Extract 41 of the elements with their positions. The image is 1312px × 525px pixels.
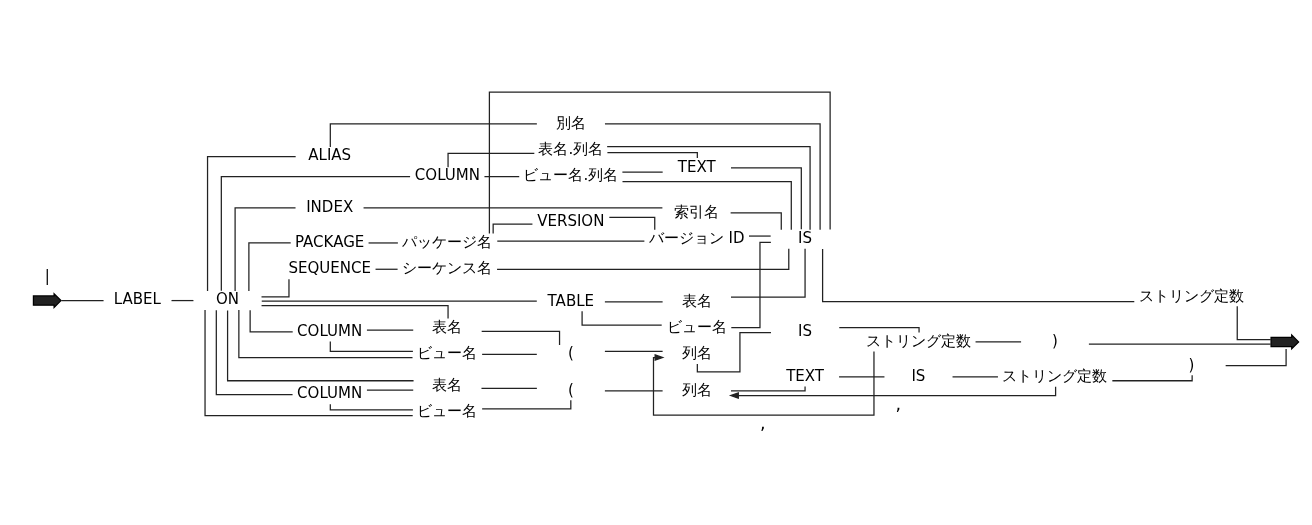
- label: |: [44, 266, 50, 285]
- node-text: ビュー名: [417, 401, 478, 420]
- node-text: ストリング定数: [1002, 366, 1108, 385]
- node-text: バージョン ID: [648, 228, 745, 247]
- node-text: 表名.列名: [538, 139, 604, 158]
- edge-label: ,: [895, 393, 902, 414]
- node-text: 表名: [432, 317, 463, 336]
- node-text: IS: [798, 228, 813, 247]
- node-text: 索引名: [674, 202, 720, 221]
- node-text: (: [567, 343, 574, 362]
- node-text: 列名: [681, 343, 712, 362]
- node-text: ストリング定数: [865, 331, 971, 350]
- node-text: VERSION: [537, 211, 605, 230]
- node-text: (: [567, 380, 574, 399]
- node-text: TEXT: [677, 157, 716, 176]
- node-text: ): [1188, 355, 1195, 374]
- node-text: COLUMN: [297, 321, 363, 340]
- node-text: ALIAS: [308, 145, 352, 164]
- node-text: 列名: [681, 380, 712, 399]
- edge-label: ,: [760, 412, 766, 433]
- node-text: 表名: [432, 375, 463, 394]
- node-text: 表名: [681, 291, 712, 310]
- node-text: COLUMN: [414, 165, 480, 184]
- node-text: IS: [798, 321, 813, 340]
- node-text: IS: [911, 366, 926, 385]
- node-text: ビュー名: [417, 343, 478, 362]
- node-text: パッケージ名: [402, 232, 493, 251]
- node-text: PACKAGE: [295, 232, 365, 251]
- node-text: TABLE: [547, 291, 595, 310]
- node-text: COLUMN: [297, 383, 363, 402]
- node-text: ON: [216, 289, 240, 308]
- node-text: INDEX: [306, 197, 354, 216]
- node-text: ビュー名: [666, 317, 727, 336]
- node-text: TEXT: [786, 366, 824, 385]
- node-text: シーケンス名: [402, 258, 493, 277]
- node-text: LABEL: [113, 289, 161, 308]
- node-text: ): [1052, 331, 1058, 350]
- node-text: ストリング定数: [1139, 286, 1245, 305]
- node-text: ビュー名.列名: [523, 165, 619, 184]
- node-text: SEQUENCE: [288, 258, 371, 277]
- node-text: 別名: [555, 113, 586, 132]
